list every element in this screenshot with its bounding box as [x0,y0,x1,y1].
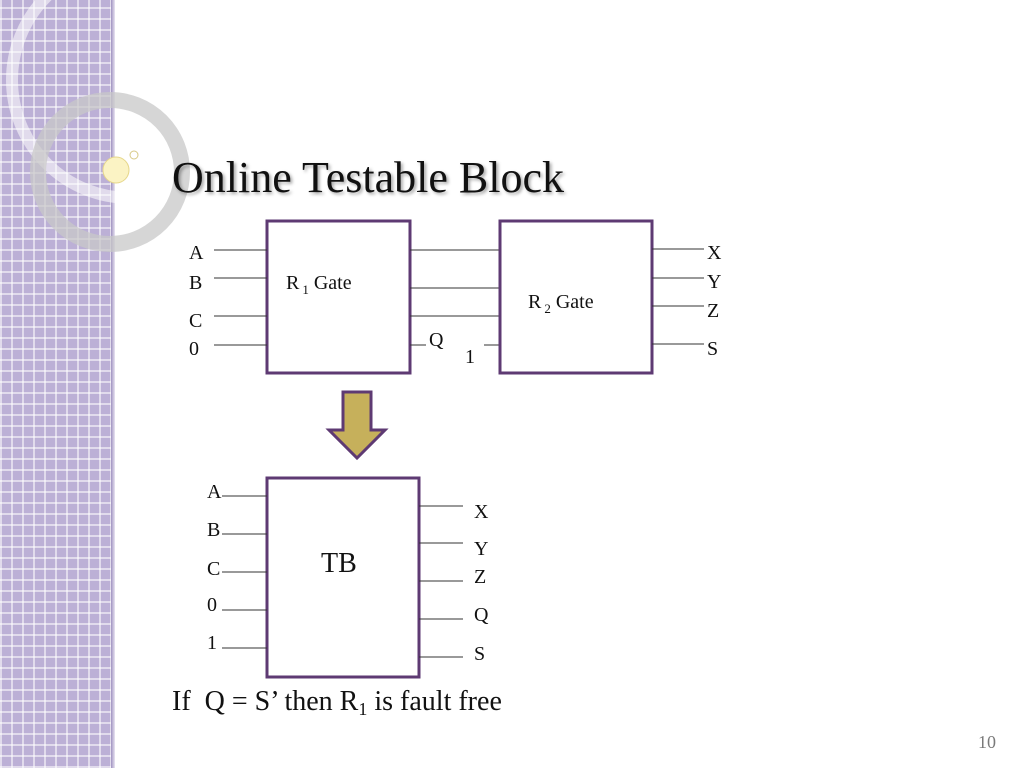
tb-input-label-0: 0 [207,594,217,616]
r2-output-label-z: Z [707,300,719,322]
tb-output-label-q: Q [474,604,489,626]
r2-gate-box [498,219,654,375]
caption-suffix: is fault free [367,686,502,717]
tb-input-label-b: B [207,519,220,541]
r2-output-label-y: Y [707,271,721,293]
decorative-ring-small [30,92,190,252]
tb-output-label-s: S [474,643,485,665]
tb-output-label-z: Z [474,566,486,588]
tb-input-label-c: C [207,558,220,580]
r1-output-label-q: Q [429,329,444,351]
page-number: 10 [978,732,996,752]
tb-output-label-y: Y [474,538,488,560]
fault-free-caption: If Q = S’ then R1 is fault free [172,686,502,718]
caption-subscript: 1 [358,699,368,719]
tb-input-label-a: A [207,481,222,503]
decorative-rings [6,0,254,252]
r2-output-label-s: S [707,338,718,360]
decorative-dot-small [129,150,139,160]
r1-input-label-c: C [189,310,202,332]
r2-output-label-x: X [707,242,722,264]
r2-input-label-1: 1 [465,346,475,368]
tb-block-label: TB [321,548,357,579]
down-arrow-icon [325,390,389,461]
r1-input-label-a: A [189,242,204,264]
tb-output-label-x: X [474,501,489,523]
caption-prefix: If Q = S’ then R [172,686,359,717]
tb-block-box [265,476,421,679]
tb-input-label-1: 1 [207,632,217,654]
r1-gate-box [265,219,412,375]
r1-input-label-0: 0 [189,338,199,360]
r1-input-label-b: B [189,272,202,294]
decorative-dot-large [102,156,130,184]
sidebar-edge [111,0,115,768]
slide-title: Online Testable Block [172,153,565,202]
decorative-ring-large [6,0,254,204]
